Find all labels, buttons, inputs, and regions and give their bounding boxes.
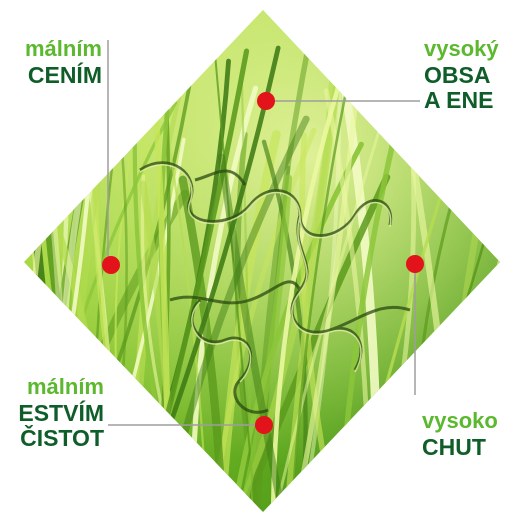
grass-blade [216,129,281,512]
grass-blade [209,10,257,512]
grass-blade [217,153,288,512]
grass-blade [300,23,342,512]
grass-blade [481,183,500,512]
grass-blade [292,66,362,512]
grass-blade [270,74,344,512]
label-top-left-line1: málním [24,36,102,61]
grass-blade [483,126,500,512]
label-bottom-right-line2: CHUT [422,434,486,460]
grass-blade [40,134,70,512]
label-bottom-left: málním ESTVÍM ČISTOT [0,376,104,450]
label-top-right: vysoký OBSA A ENE [424,38,499,112]
label-bottom-left-line2: ESTVÍM [18,400,104,426]
grass-blade [230,141,364,512]
label-bottom-left-line3: ČISTOT [20,425,104,451]
label-bottom-left-line1: málním [26,374,104,399]
red-markers [102,92,424,434]
label-top-left-line2: CENÍM [27,62,102,88]
marker-top [257,92,275,110]
marker-right [406,255,424,273]
label-bottom-right-line1: vysoko [422,408,498,433]
grass-blade [237,174,293,512]
label-top-left: málním CENÍM [6,38,102,87]
marker-bottom [255,416,273,434]
marker-left [102,256,120,274]
label-bottom-right: vysoko CHUT [422,410,498,459]
grass-blade [24,142,56,512]
label-top-right-line1: vysoký [424,36,499,61]
label-top-right-line2: OBSA [424,62,491,88]
leader-lines [107,40,420,426]
label-top-right-line3: A ENE [424,87,494,113]
grass-blade [32,139,95,512]
